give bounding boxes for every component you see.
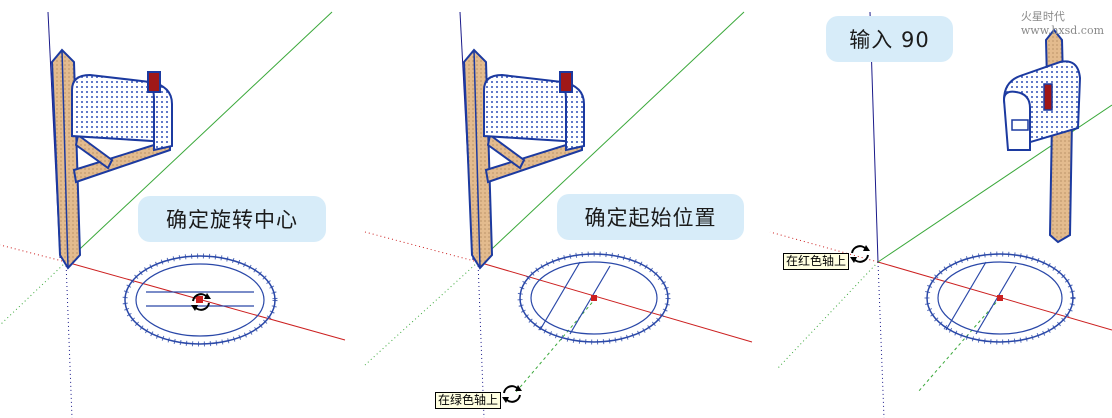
callout-step-2: 确定起始位置: [557, 194, 744, 240]
axes: [364, 11, 753, 418]
inference-tooltip-green-axis: 在绿色轴上: [435, 392, 502, 409]
protractor-icon[interactable]: [924, 251, 1076, 345]
protractor-icon[interactable]: [122, 253, 278, 347]
watermark-text: 火星时代: [1020, 10, 1065, 23]
callout-step-1: 确定旋转中心: [138, 196, 326, 242]
protractor-icon[interactable]: [517, 251, 671, 345]
mailbox-model[interactable]: [462, 48, 585, 270]
rotate-cursor-icon: [849, 244, 871, 264]
panel-3: [769, 11, 1112, 418]
mailbox-model[interactable]: [50, 48, 173, 270]
panel-1: [0, 11, 346, 418]
watermark-url: www.hxsd.com: [1020, 24, 1104, 37]
rotate-cursor-icon: [501, 384, 523, 404]
panel-2: [364, 11, 753, 418]
mailbox-model[interactable]: [1002, 28, 1082, 244]
callout-step-3: 输入 90: [826, 16, 953, 62]
axes: [769, 11, 1112, 418]
watermark-logo: 火星时代 www.hxsd.com: [1021, 8, 1104, 37]
inference-tooltip-red-axis: 在红色轴上: [783, 253, 850, 270]
